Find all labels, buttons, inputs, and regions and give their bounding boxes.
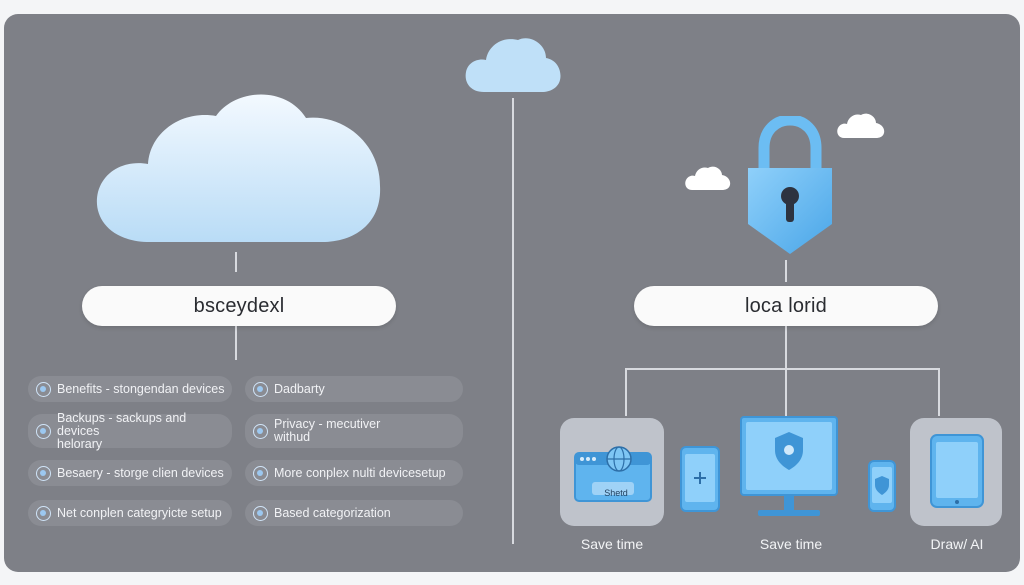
globe-icon: [36, 381, 51, 397]
browser-window-icon: [574, 452, 652, 502]
globe-icon: [36, 465, 51, 481]
connector-line: [785, 326, 787, 418]
caption: Save time: [759, 536, 823, 552]
list-item: More conplex nulti devicesetup: [245, 460, 463, 486]
connector-line: [938, 368, 940, 416]
device-card: [910, 418, 1002, 526]
list-item: Besaery - storge clien devices: [28, 460, 232, 486]
monitor-icon: [740, 416, 838, 516]
list-item: Based categorization: [245, 500, 463, 526]
padlock-icon: [748, 116, 832, 254]
cloud-icon: [465, 38, 561, 92]
tablet-icon: [930, 434, 984, 508]
phone-icon: [868, 460, 896, 512]
globe-icon: [253, 423, 268, 439]
globe-icon: [36, 423, 51, 439]
globe-icon: [36, 505, 51, 521]
list-item: Privacy - mecutiver withud: [245, 414, 463, 448]
connector-line: [235, 326, 237, 360]
globe-icon: [253, 465, 268, 481]
caption: Save time: [580, 536, 644, 552]
list-item: Dadbarty: [245, 376, 463, 402]
caption: Draw/ AI: [930, 536, 984, 552]
small-cloud-icon: [685, 166, 731, 190]
connector-line: [235, 252, 237, 272]
list-item: Benefits - stongendan devices: [28, 376, 232, 402]
list-item: Net conplen categryicte setup: [28, 500, 232, 526]
list-item: Backups - sackups and devices helorary: [28, 411, 232, 450]
right-heading: loca lorid: [634, 286, 938, 326]
large-cloud-icon: [96, 94, 381, 242]
tablet-icon: [680, 446, 720, 512]
connector-line: [625, 368, 627, 416]
diagram-panel: bsceydexl loca lorid Benefits - stongend…: [4, 14, 1020, 572]
shield-label: Shetd: [604, 488, 628, 498]
device-card: Shetd: [560, 418, 664, 526]
left-heading: bsceydexl: [82, 286, 396, 326]
globe-icon: [253, 381, 268, 397]
globe-icon: [253, 505, 268, 521]
globe-icon: [606, 446, 632, 472]
small-cloud-icon: [837, 113, 885, 138]
connector-line: [785, 260, 787, 282]
connector-line: [625, 368, 940, 370]
center-divider: [512, 98, 514, 544]
